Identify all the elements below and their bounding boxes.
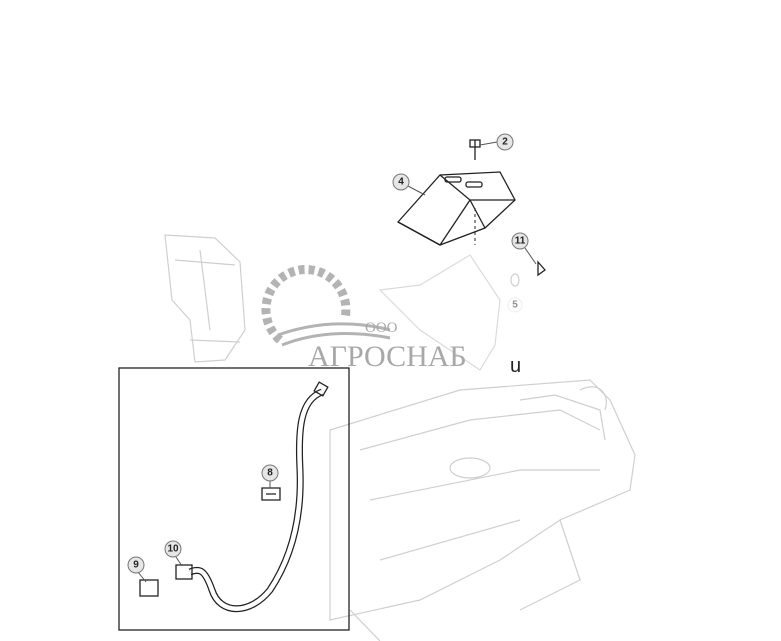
cover-plate: [396, 139, 546, 287]
watermark-prefix: ООО: [365, 320, 398, 336]
svg-text:4: 4: [398, 177, 404, 188]
harness-cable: [139, 381, 329, 613]
callout-8[interactable]: 8: [261, 464, 279, 488]
callout-11[interactable]: 11: [511, 232, 537, 265]
detail-inset-frame: [118, 367, 350, 631]
svg-text:5: 5: [512, 300, 518, 311]
svg-text:9: 9: [133, 560, 139, 571]
callout-4[interactable]: 4: [392, 173, 426, 196]
callout-2[interactable]: 2: [479, 133, 514, 151]
callout-10[interactable]: 10: [164, 540, 183, 567]
svg-text:11: 11: [515, 236, 526, 247]
watermark-logo: ООО АГРОСНАБ: [261, 254, 501, 373]
ghost-frame: [164, 234, 636, 641]
svg-text:10: 10: [167, 544, 179, 555]
svg-text:2: 2: [502, 137, 508, 148]
callout-9[interactable]: 9: [127, 556, 147, 583]
svg-text:8: 8: [267, 468, 273, 479]
callout-5[interactable]: 5: [507, 297, 523, 313]
watermark-suffix: u: [510, 355, 521, 377]
